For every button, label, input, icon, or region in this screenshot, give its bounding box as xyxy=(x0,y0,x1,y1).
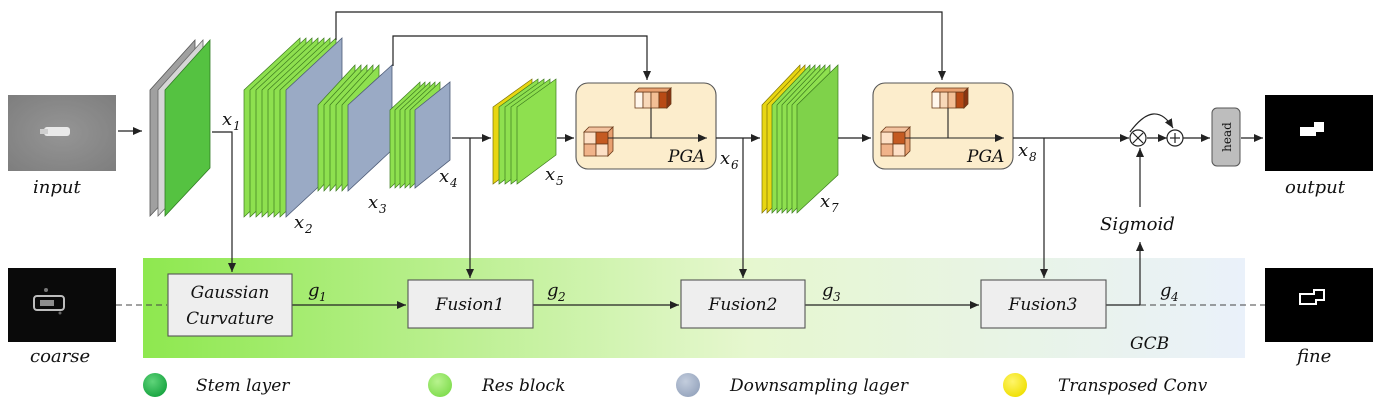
legend-down-swatch xyxy=(676,373,700,397)
fusion2-label: Fusion2 xyxy=(708,295,778,315)
coarse-image xyxy=(8,268,116,342)
add-icon xyxy=(1166,129,1184,147)
fusion3-box: Fusion3 xyxy=(980,279,1107,329)
transposed-block-x7 xyxy=(761,64,839,214)
pga2-side-cube xyxy=(880,126,911,157)
label-x4-sub: 4 xyxy=(449,176,458,190)
res-block-x2 xyxy=(243,37,343,218)
label-g4: g xyxy=(1160,280,1172,301)
res-block-x4 xyxy=(389,81,451,189)
label-x1: x xyxy=(222,109,232,130)
sigmoid-label: Sigmoid xyxy=(1100,214,1175,235)
label-x1-sub: 1 xyxy=(233,119,241,133)
legend-res-swatch xyxy=(428,373,452,397)
fine-image xyxy=(1265,268,1373,342)
label-g2: g xyxy=(547,280,559,301)
pga2-label: PGA xyxy=(966,147,1004,167)
legend-yellow-label: Transposed Conv xyxy=(1058,376,1208,396)
fusion1-box: Fusion1 xyxy=(407,279,534,329)
gcb-label: GCB xyxy=(1130,334,1169,354)
label-x5: x xyxy=(545,164,555,185)
label-g1: g xyxy=(308,280,320,301)
fine-label: fine xyxy=(1295,346,1331,367)
coarse-label: coarse xyxy=(30,346,90,367)
label-g1-sub: 1 xyxy=(319,290,327,304)
label-x5-sub: 5 xyxy=(556,174,564,188)
fusion3-label: Fusion3 xyxy=(1008,295,1078,315)
head-block: head xyxy=(1211,107,1241,167)
label-x3-sub: 3 xyxy=(379,202,387,216)
pga-module-1: PGA xyxy=(575,82,717,170)
pga1-label: PGA xyxy=(667,147,705,167)
legend-stem-label: Stem layer xyxy=(196,376,290,396)
label-x2: x xyxy=(294,212,304,233)
label-x3: x xyxy=(368,192,378,213)
stem-layer-block xyxy=(149,38,211,218)
gaussian-curvature-box: Gaussian Curvature xyxy=(167,273,293,337)
label-x7: x xyxy=(820,191,830,212)
gaussian-line1: Gaussian xyxy=(191,283,270,303)
legend-down-label: Downsampling lager xyxy=(729,376,909,396)
res-block-x3 xyxy=(317,64,393,192)
output-image xyxy=(1265,95,1373,171)
input-image xyxy=(8,95,116,171)
label-g3: g xyxy=(822,280,834,301)
fusion2-box: Fusion2 xyxy=(680,279,806,329)
label-x8: x xyxy=(1018,140,1028,161)
pga1-side-cube xyxy=(583,126,614,157)
connections xyxy=(212,11,1263,309)
pga-module-2: PGA xyxy=(872,82,1014,170)
label-g4-sub: 4 xyxy=(1170,290,1179,304)
label-x2-sub: 2 xyxy=(304,222,313,236)
label-g2-sub: 2 xyxy=(557,290,566,304)
legend-res-label: Res block xyxy=(481,376,565,396)
label-x6: x xyxy=(720,148,730,169)
label-x7-sub: 7 xyxy=(831,201,839,215)
input-label: input xyxy=(33,177,81,198)
legend-yellow-swatch xyxy=(1003,373,1027,397)
pga1-top-cube xyxy=(634,87,672,109)
gaussian-line2: Curvature xyxy=(186,309,274,329)
pga2-top-cube xyxy=(931,87,969,109)
label-x6-sub: 6 xyxy=(731,158,739,172)
legend: Stem layer Res block Downsampling lager … xyxy=(143,373,1208,397)
output-label: output xyxy=(1285,177,1346,198)
head-label: head xyxy=(1220,122,1234,152)
fusion1-label: Fusion1 xyxy=(435,295,505,315)
transposed-block-x5 xyxy=(492,78,557,185)
legend-stem-swatch xyxy=(143,373,167,397)
label-x4: x xyxy=(439,166,449,187)
label-g3-sub: 3 xyxy=(833,290,841,304)
label-x8-sub: 8 xyxy=(1029,150,1037,164)
multiply-icon xyxy=(1129,129,1147,147)
